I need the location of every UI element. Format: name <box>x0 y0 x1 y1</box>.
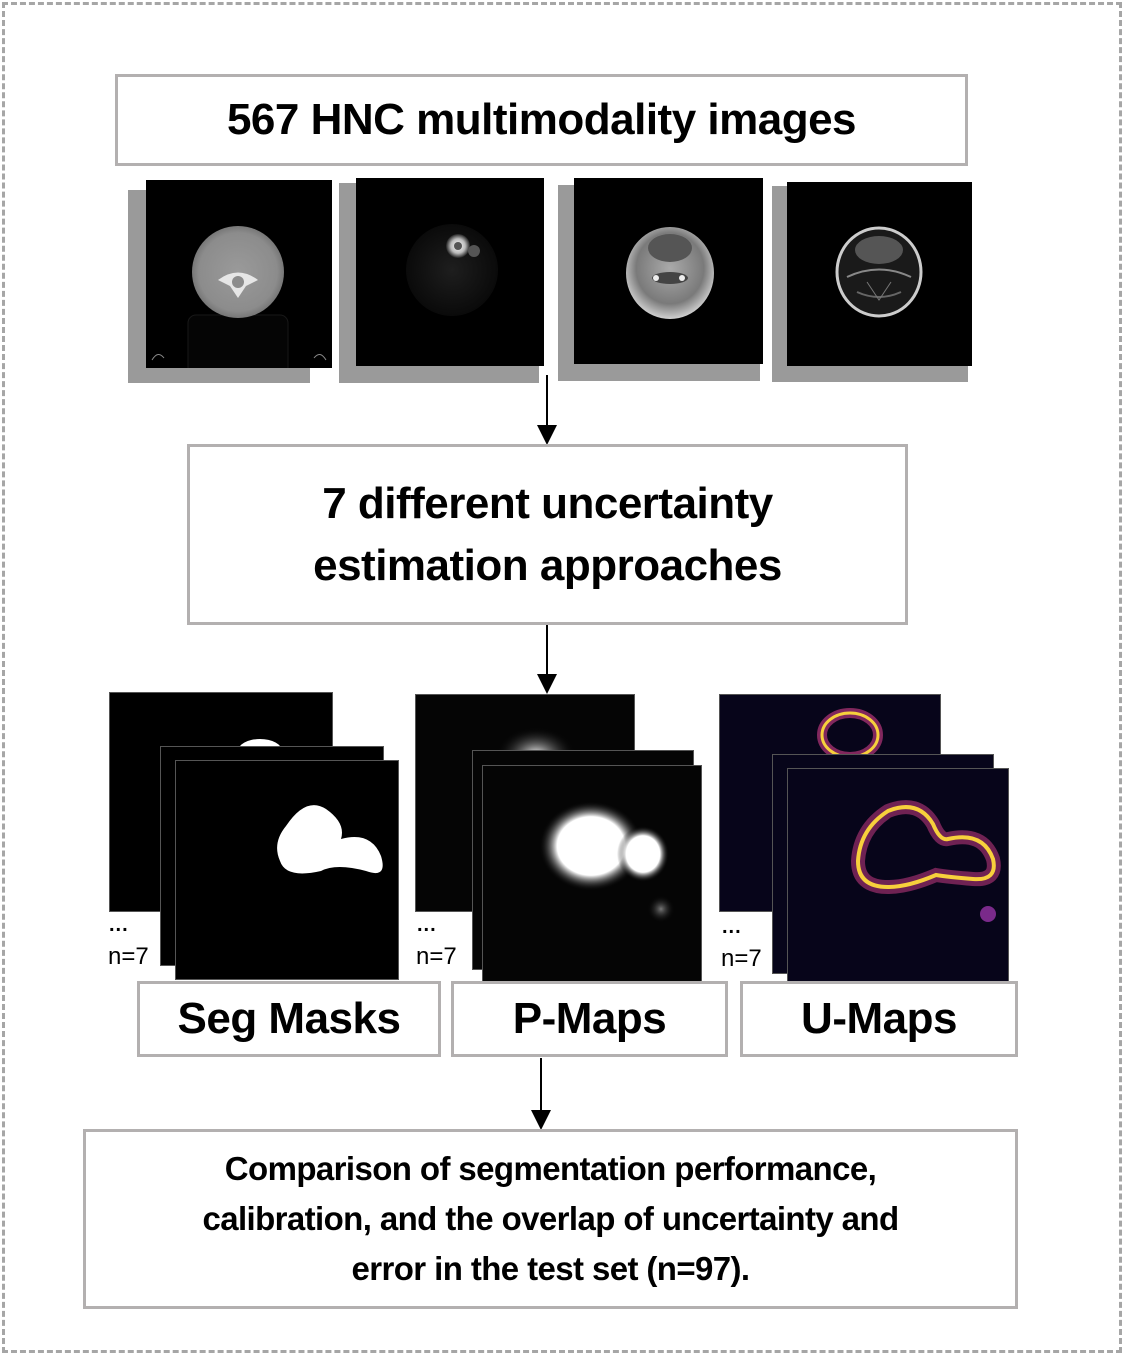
u-count: n=7 <box>721 945 762 972</box>
comparison-line-2: calibration, and the overlap of uncertai… <box>202 1200 899 1237</box>
methods-box: 7 different uncertainty estimation appro… <box>187 444 908 625</box>
seg-ellipsis: ... <box>109 914 129 936</box>
seg-masks-label: Seg Masks <box>177 994 401 1043</box>
comparison-line-3: error in the test set (n=97). <box>351 1250 751 1287</box>
p-maps-label-box: P-Maps <box>451 981 728 1057</box>
p-maps-label: P-Maps <box>512 994 667 1043</box>
seg-count: n=7 <box>108 943 149 970</box>
comparison-box: Comparison of segmentation performance, … <box>83 1129 1018 1309</box>
ct-scan-image <box>151 226 327 368</box>
u-maps-label-box: U-Maps <box>740 981 1018 1057</box>
mri-t2-scan-image <box>835 226 923 318</box>
seg-mask-front <box>277 805 383 874</box>
dataset-box: 567 HNC multimodality images <box>115 74 968 166</box>
mri-t1-scan-image <box>626 227 714 319</box>
p-count: n=7 <box>416 943 457 970</box>
arrow-methods-to-outputs <box>537 624 557 694</box>
comparison-line-1: Comparison of segmentation performance, <box>224 1150 877 1187</box>
seg-masks-label-box: Seg Masks <box>137 981 441 1057</box>
u-maps-label: U-Maps <box>801 994 957 1043</box>
p-map-front <box>539 801 675 923</box>
arrow-outputs-to-comparison <box>531 1058 551 1130</box>
methods-line-1: 7 different uncertainty <box>322 478 773 528</box>
u-map-front <box>850 800 1001 922</box>
dataset-label: 567 HNC multimodality images <box>226 95 857 144</box>
arrow-scans-to-methods <box>537 375 557 445</box>
p-ellipsis: ... <box>417 914 437 936</box>
u-ellipsis: ... <box>722 916 742 938</box>
methods-line-2: estimation approaches <box>313 540 782 590</box>
pet-scan-image <box>406 224 498 316</box>
